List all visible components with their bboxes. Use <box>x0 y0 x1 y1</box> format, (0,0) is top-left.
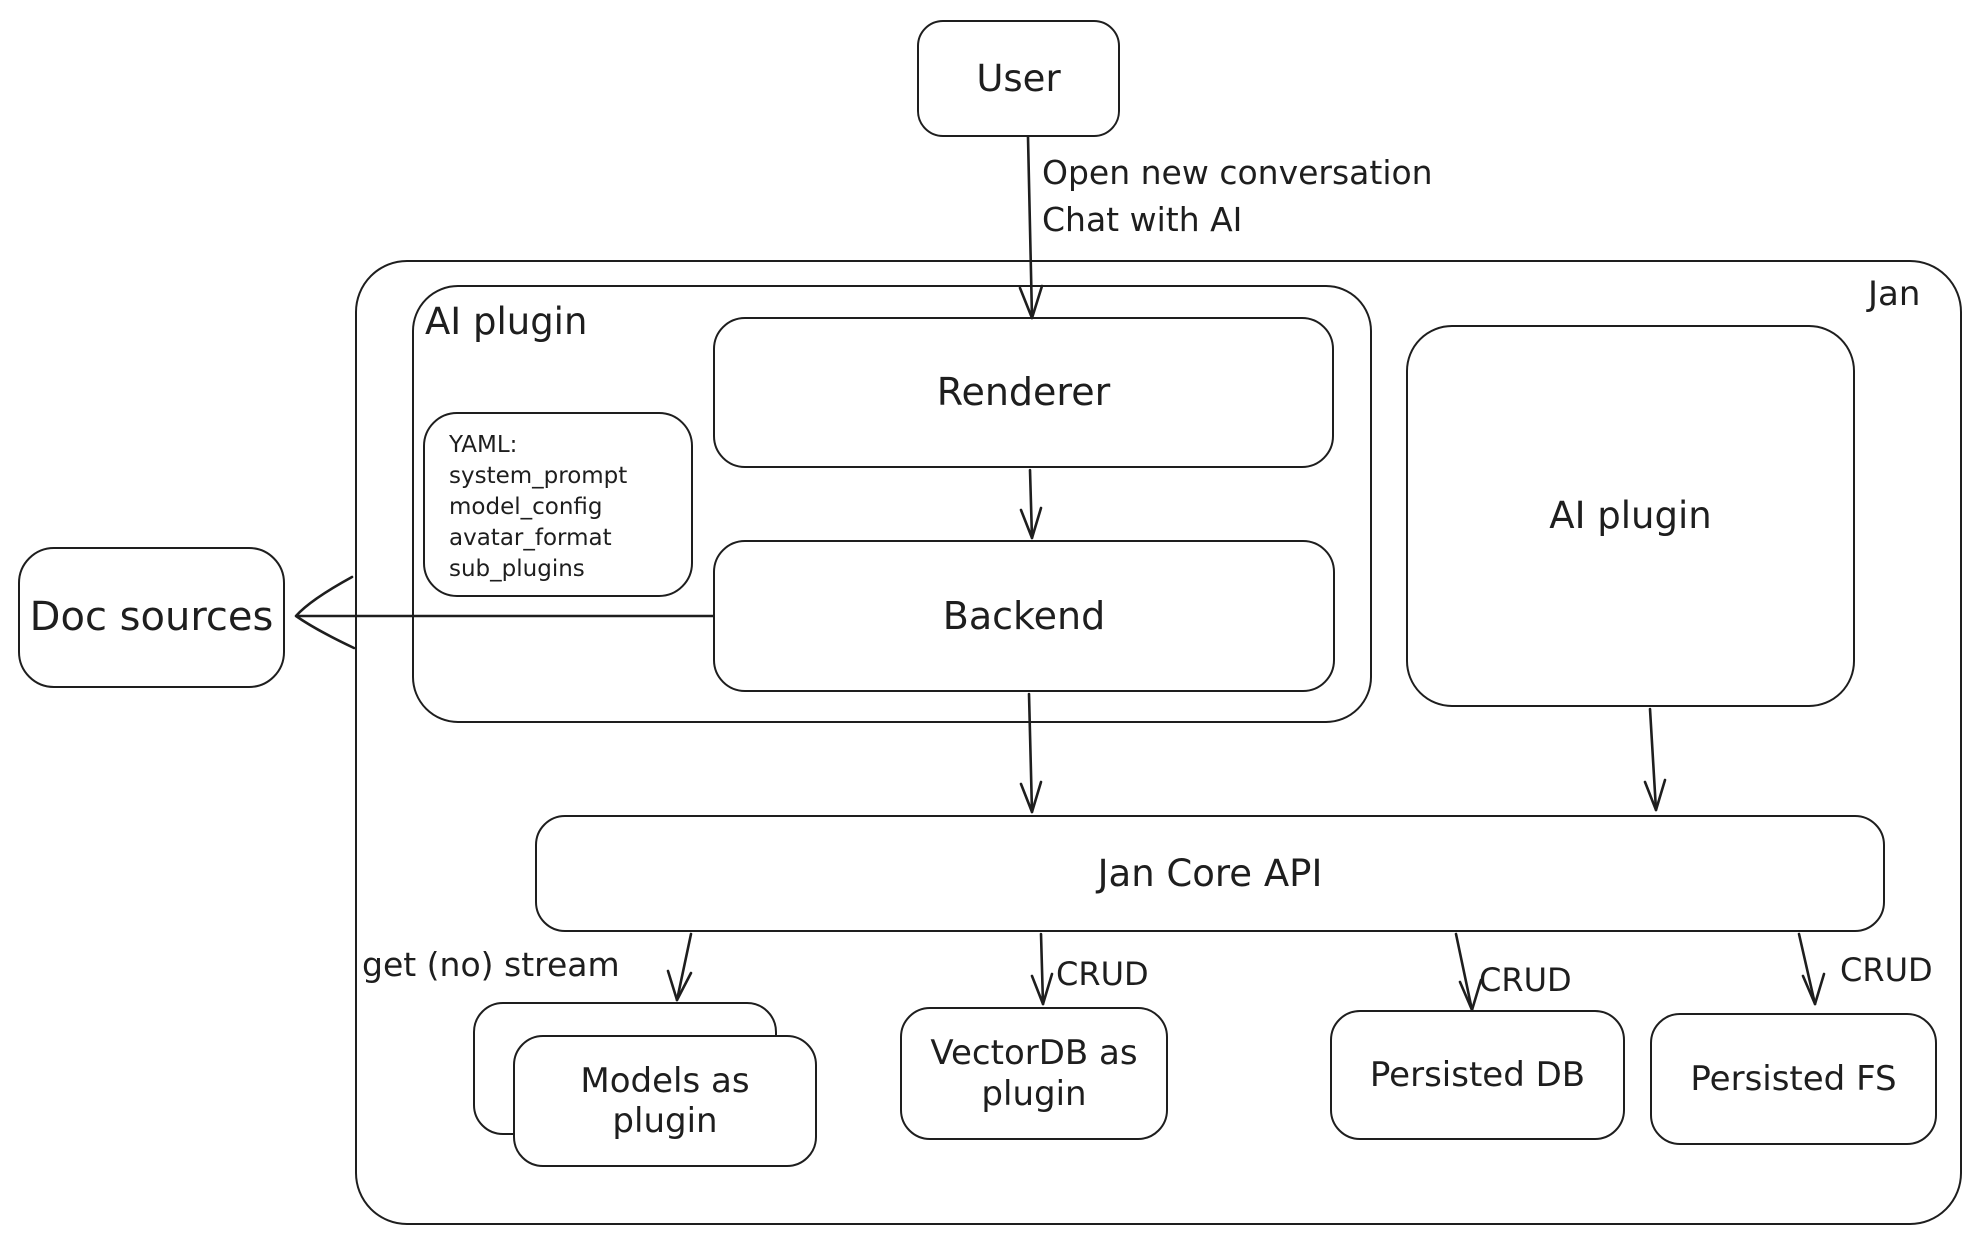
yaml-note: YAML: system_prompt model_config avatar_… <box>423 412 693 597</box>
edge-label-crud-persisted-fs: CRUD <box>1840 951 1933 989</box>
yaml-line: model_config <box>449 494 603 520</box>
user-label: User <box>976 56 1061 100</box>
user-node: User <box>917 20 1120 137</box>
vectordb-plugin-node: VectorDB as plugin <box>900 1007 1168 1140</box>
yaml-line: sub_plugins <box>449 556 585 582</box>
yaml-line: YAML: <box>449 432 518 458</box>
models-plugin-label: Models as plugin <box>580 1060 750 1141</box>
jan-container <box>355 260 1962 1225</box>
persisted-db-label: Persisted DB <box>1369 1054 1586 1095</box>
jan-core-api-node: Jan Core API <box>535 815 1885 932</box>
vectordb-plugin-label: VectorDB as plugin <box>930 1033 1138 1114</box>
edge-label-get-no-stream: get (no) stream <box>362 945 620 984</box>
jan-core-api-label: Jan Core API <box>1097 851 1323 895</box>
doc-sources-node: Doc sources <box>18 547 285 688</box>
edge-label-user-to-renderer: Open new conversation Chat with AI <box>1042 153 1433 239</box>
ai-plugin-right-node: AI plugin <box>1406 325 1855 707</box>
ai-plugin-container-label: AI plugin <box>425 300 588 343</box>
edge-label-crud-persisted-db: CRUD <box>1479 961 1572 999</box>
doc-sources-label: Doc sources <box>29 593 274 640</box>
ai-plugin-right-label: AI plugin <box>1549 494 1712 538</box>
edge-label-crud-vectordb: CRUD <box>1056 955 1149 993</box>
backend-node: Backend <box>713 540 1335 692</box>
persisted-fs-label: Persisted FS <box>1690 1058 1897 1099</box>
models-plugin-node: Models as plugin <box>513 1035 817 1167</box>
persisted-db-node: Persisted DB <box>1330 1010 1625 1140</box>
backend-label: Backend <box>942 593 1106 638</box>
jan-container-label: Jan <box>1868 274 1921 314</box>
renderer-node: Renderer <box>713 317 1334 468</box>
yaml-line: system_prompt <box>449 463 628 489</box>
ai-plugin-container <box>412 285 1372 723</box>
persisted-fs-node: Persisted FS <box>1650 1013 1937 1145</box>
yaml-line: avatar_format <box>449 525 612 551</box>
renderer-label: Renderer <box>936 370 1111 415</box>
